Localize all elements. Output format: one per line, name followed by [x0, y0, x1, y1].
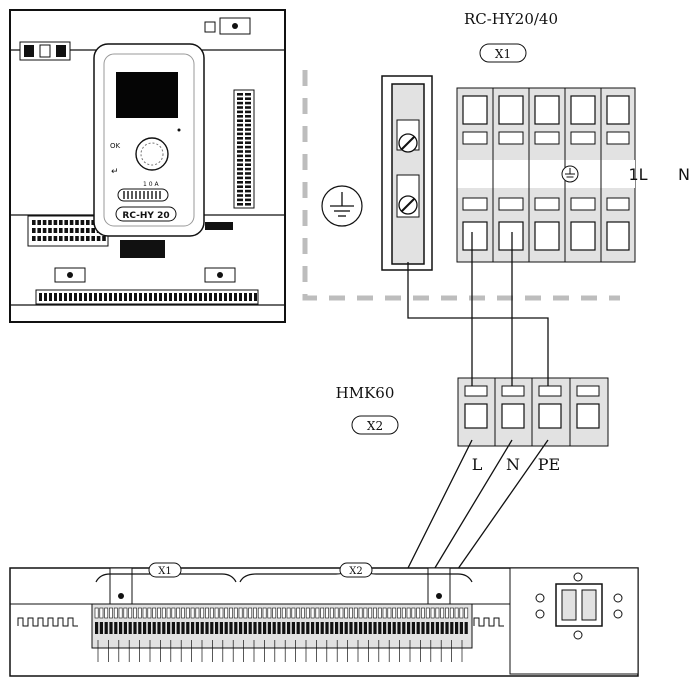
board-connector-x2: X2: [349, 566, 362, 577]
rc-terminal-block: [456, 87, 636, 263]
hmk-terminal-label-pe: PE: [538, 455, 560, 474]
board-terminal-strip: [91, 603, 473, 662]
controller-board: X1 X2: [9, 562, 639, 677]
enclosure-boundary: [302, 70, 620, 301]
hmk-terminal-block: [457, 377, 609, 447]
board-edge-pattern: [17, 617, 504, 627]
side-connector-strip: [233, 89, 255, 209]
panel-badge: RC-HY 20: [122, 211, 169, 221]
display-screen: [116, 72, 178, 118]
rc-unit-board: OK ↵ 1 0 A RC-HY 20: [9, 9, 286, 323]
rc-connector-badge: [479, 43, 527, 63]
earth-clamp-block: [381, 75, 433, 271]
chip-rows: [32, 220, 106, 241]
wire-pe: [407, 262, 549, 386]
fuse-holder: [535, 572, 623, 640]
hmk-terminal-label-n: N: [506, 455, 520, 474]
ok-button-label: OK: [110, 142, 121, 150]
rc-control-panel: OK ↵ 1 0 A RC-HY 20: [93, 43, 205, 237]
board-connector-x1: X1: [158, 566, 171, 577]
wires: [391, 232, 549, 607]
hmk-model-label: HMK60: [336, 384, 395, 402]
back-button-label: ↵: [111, 167, 119, 177]
earth-terminal-icon: [561, 165, 579, 183]
panel-slider: [123, 191, 161, 199]
panel-scale-label: 1 0 A: [143, 181, 159, 188]
hmk-connector-badge: [351, 415, 399, 435]
hmk-section: HMK60 X2 L N PE: [336, 377, 609, 474]
relay-block-top: [19, 17, 251, 61]
rc-connector-label: X1: [495, 47, 511, 61]
earth-icon: [321, 185, 363, 227]
rc-terminal-label-n: N: [678, 165, 690, 184]
rc-terminal-label-l: 1L: [628, 165, 647, 184]
rc-terminal-section: RC-HY20/40 X1: [302, 10, 690, 301]
rc-model-label: RC-HY20/40: [464, 10, 558, 28]
hmk-connector-label: X2: [367, 419, 383, 433]
hmk-terminal-label-l: L: [472, 455, 483, 474]
bottom-connector-rail: [35, 289, 259, 305]
